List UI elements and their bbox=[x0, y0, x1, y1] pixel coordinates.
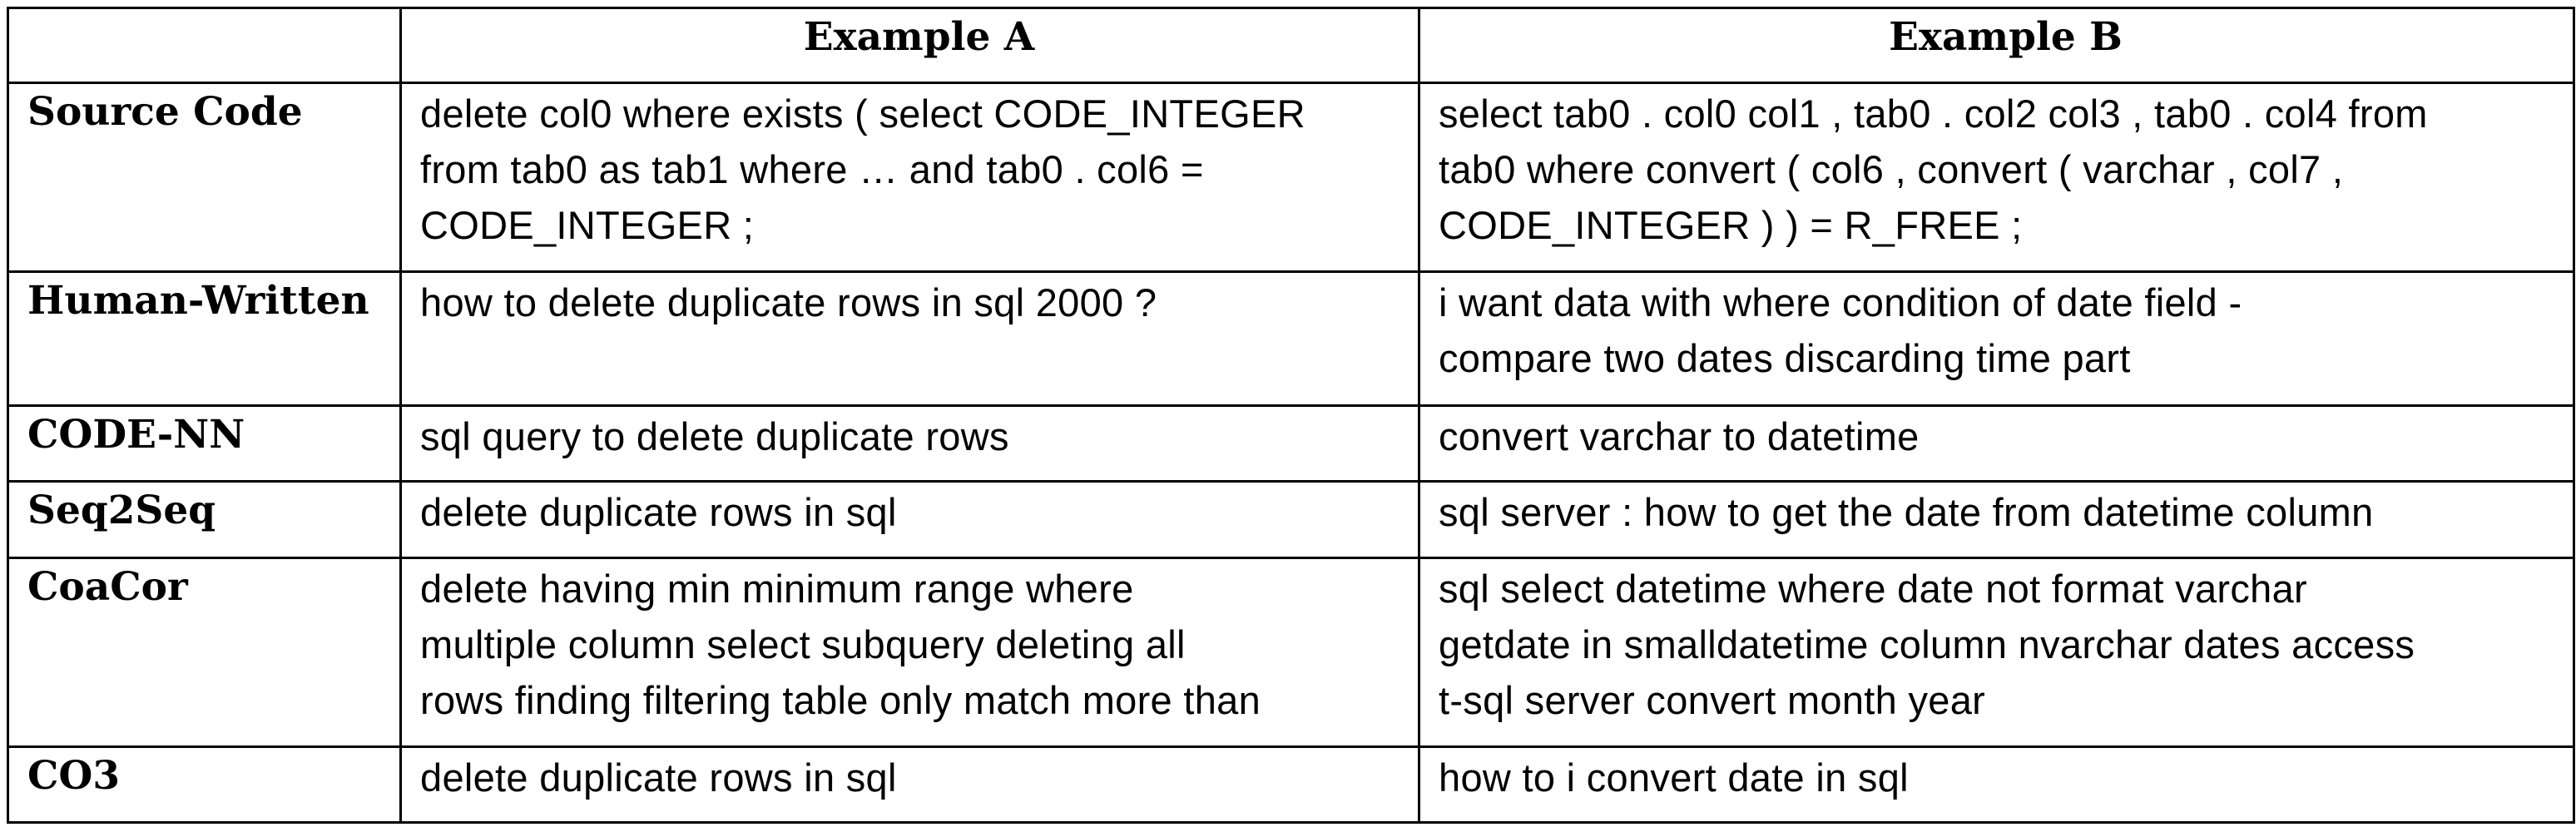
row-label: CO3 bbox=[7, 745, 402, 824]
cell-text: how to i convert date in sql bbox=[1439, 755, 1909, 800]
row-label: CoaCor bbox=[7, 557, 402, 748]
header-corner bbox=[7, 7, 402, 84]
cell-text: select tab0 . col0 col1 , tab0 . col2 co… bbox=[1439, 92, 2428, 247]
row-label: CODE-NN bbox=[7, 404, 402, 483]
cell-example-b: sql server : how to get the date from da… bbox=[1418, 480, 2575, 559]
table-row-source-code: Source Code delete col0 where exists ( s… bbox=[7, 82, 2575, 273]
cell-text: delete having min minimum range where mu… bbox=[420, 567, 1261, 722]
cell-example-a: sql query to delete duplicate rows bbox=[399, 404, 1420, 483]
comparison-table: Example A Example B Source Code delete c… bbox=[7, 7, 2575, 824]
cell-example-a: delete duplicate rows in sql bbox=[399, 745, 1420, 824]
cell-example-b: how to i convert date in sql bbox=[1418, 745, 2575, 824]
cell-example-a: how to delete duplicate rows in sql 2000… bbox=[399, 270, 1420, 407]
row-label: Source Code bbox=[7, 82, 402, 273]
cell-text: sql query to delete duplicate rows bbox=[420, 414, 1009, 458]
table-row-seq2seq: Seq2Seq delete duplicate rows in sql sql… bbox=[7, 480, 2575, 559]
table-row-code-nn: CODE-NN sql query to delete duplicate ro… bbox=[7, 404, 2575, 483]
cell-example-a: delete col0 where exists ( select CODE_I… bbox=[399, 82, 1420, 273]
cell-example-a: delete duplicate rows in sql bbox=[399, 480, 1420, 559]
header-example-a: Example A bbox=[399, 7, 1420, 84]
cell-text: how to delete duplicate rows in sql 2000… bbox=[420, 280, 1157, 324]
cell-text: sql select datetime where date not forma… bbox=[1439, 567, 2415, 722]
table-header: Example A Example B bbox=[7, 7, 2575, 84]
header-example-b: Example B bbox=[1418, 7, 2575, 84]
table-row-coacor: CoaCor delete having min minimum range w… bbox=[7, 557, 2575, 748]
cell-text: convert varchar to datetime bbox=[1439, 414, 1920, 458]
header-row: Example A Example B bbox=[7, 7, 2575, 84]
cell-text: delete col0 where exists ( select CODE_I… bbox=[420, 92, 1305, 247]
table-body: Source Code delete col0 where exists ( s… bbox=[7, 82, 2575, 824]
table-row-co3: CO3 delete duplicate rows in sql how to … bbox=[7, 745, 2575, 824]
cell-text: sql server : how to get the date from da… bbox=[1439, 490, 2374, 534]
cell-example-b: convert varchar to datetime bbox=[1418, 404, 2575, 483]
cell-text: i want data with where condition of date… bbox=[1439, 280, 2242, 380]
cell-text: delete duplicate rows in sql bbox=[420, 755, 897, 800]
table-row-human-written: Human-Written how to delete duplicate ro… bbox=[7, 270, 2575, 407]
cell-example-b: i want data with where condition of date… bbox=[1418, 270, 2575, 407]
row-label: Human-Written bbox=[7, 270, 402, 407]
cell-example-b: select tab0 . col0 col1 , tab0 . col2 co… bbox=[1418, 82, 2575, 273]
cell-example-a: delete having min minimum range where mu… bbox=[399, 557, 1420, 748]
cell-text: delete duplicate rows in sql bbox=[420, 490, 897, 534]
row-label: Seq2Seq bbox=[7, 480, 402, 559]
cell-example-b: sql select datetime where date not forma… bbox=[1418, 557, 2575, 748]
